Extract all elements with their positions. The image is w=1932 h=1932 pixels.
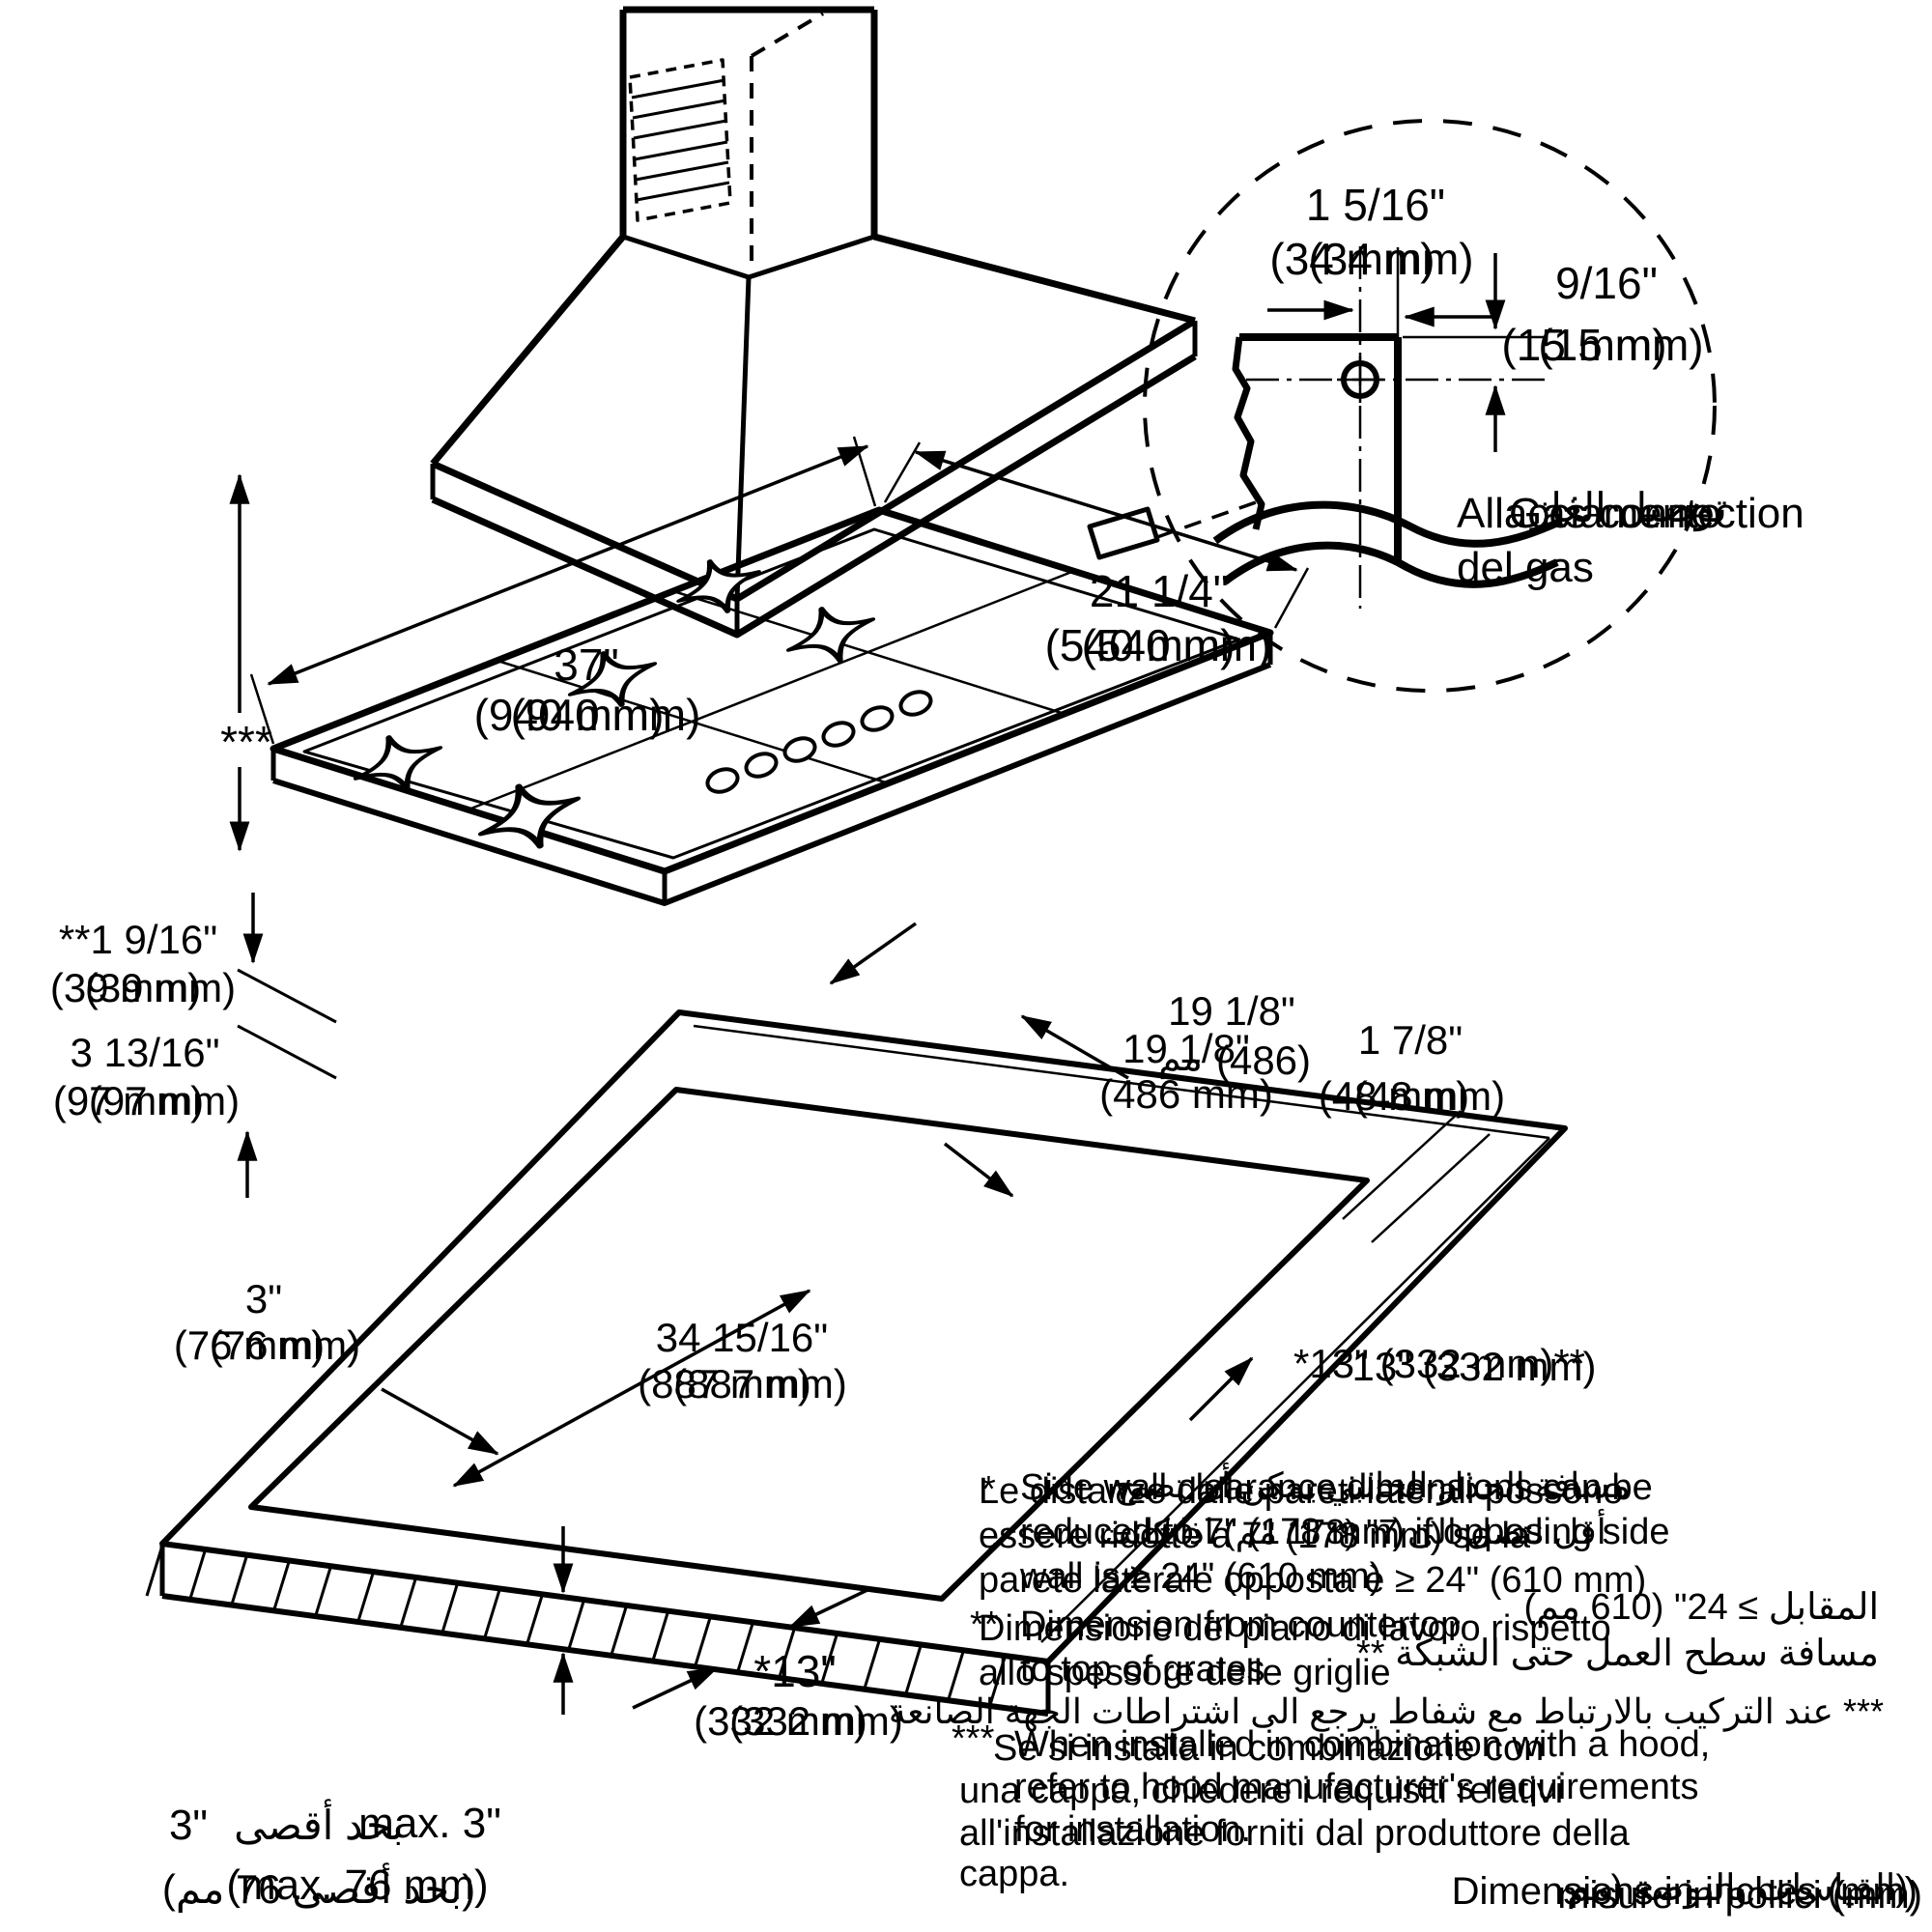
note3-line1-it: Se si installa in combinazione con: [993, 1728, 1545, 1769]
note3-line2-en: refer to hood manufacturer's requirement…: [1014, 1767, 1699, 1807]
dim-detail-offset-mm-b: (34 mm): [1308, 234, 1474, 284]
note2-line2-en: to top of grates: [1020, 1649, 1265, 1690]
note3-line1-en: When installed in combination with a hoo…: [1014, 1724, 1711, 1765]
control-knobs: [705, 690, 933, 794]
dim-cutout-width-mm-a: (887 mm): [638, 1361, 811, 1406]
note1-line3-it: parete laterale opposta è ≥ 24" (610 mm): [979, 1560, 1647, 1601]
dim-grate-height-mm-a: (39 mm): [49, 965, 202, 1010]
dim-body-depth-in: 3 13/16": [70, 1030, 220, 1075]
gas-connection-label-en: Gas connection: [1509, 490, 1804, 537]
dim-cooktop-depth-in: 21 1/4": [1089, 566, 1230, 616]
dim-body-depth-mm-a: (97 mm): [52, 1078, 205, 1123]
dim-back-strip-mm-a: (48 mm): [1318, 1073, 1470, 1119]
dim-detail-offset-mm-a: (34 mm): [1269, 234, 1435, 284]
dim-cooktop-depth-mm-b: (540 mm): [1081, 620, 1272, 670]
note3-line4-it: cappa.: [959, 1854, 1070, 1894]
note1-line2-en: reduced to 7" (178 mm) if opposing side: [1020, 1512, 1670, 1552]
note1-line1-ar: مسافة الجدار الجانبي يمكن أن تصبح: [1113, 1465, 1631, 1505]
note1-line2-it: essere ridotte a 7" (178 mm) se la: [979, 1516, 1531, 1556]
footer-units-it: misure in pollici (mm): [1557, 1874, 1922, 1917]
dim-cooktop-width-mm-b: (940 mm): [510, 690, 701, 740]
dim-back-strip-mm-b: (48 mm): [1353, 1073, 1506, 1119]
gas-connection-label-it2: del gas: [1457, 544, 1594, 591]
dim-detail-height-in: 9/16": [1555, 258, 1658, 308]
gas-connection-label-it1: Allacciamento: [1457, 490, 1721, 537]
dim-cutout-width-in: 34 15/16": [655, 1315, 829, 1360]
dim-detail-height-mm-b: (15 mm): [1538, 320, 1704, 370]
dim-side-margin-right-b: 13" (332 mm): [1351, 1344, 1597, 1389]
dim-thickness-max-en: max. 3": [358, 1800, 501, 1847]
note1-line1-it: Le distanze dalle pareti laterali posson…: [979, 1471, 1624, 1512]
note1-line3-en: wall is ≥ 24" (610 mm): [1020, 1556, 1382, 1597]
note2-line1-it: Dimensione del piano di lavoro rispetto: [979, 1608, 1611, 1649]
note2-marker: **: [970, 1605, 999, 1645]
note3-marker: ***: [952, 1719, 995, 1759]
footer-units-en: Dimensions in inches (mm): [1451, 1870, 1918, 1913]
detail-circle: [1143, 119, 1717, 693]
dim-detail-offset-in: 1 5/16": [1305, 180, 1446, 230]
note2-line1-en: Dimension from countertop: [1020, 1605, 1462, 1645]
dim-cutout-depth-mm-ar: مم: [1158, 1038, 1203, 1079]
dim-detail-height-mm-a: (15 mm): [1501, 320, 1667, 370]
note3-line3-en: for installation.: [1014, 1809, 1252, 1850]
dim-thickness-mm-ar: (بحد أقصى 76 مم): [161, 1866, 476, 1912]
note2-line2-it: allo spessore delle griglie: [979, 1653, 1391, 1693]
dim-cutout-depth-in-b: 19 1/8": [1122, 1026, 1250, 1071]
dim-cutout-depth-mm: (486 mm): [1099, 1071, 1273, 1117]
dim-front-margin-mm-a: (76 mm): [173, 1322, 326, 1368]
dim-thickness-max-ar: بحد أقصى: [234, 1803, 404, 1848]
dim-cutout-depth-in-a: 19 1/8": [1168, 988, 1295, 1034]
note1-line2-ar: أقل لتصل الى 7" (178 مم) اذا كانت: [1098, 1512, 1606, 1551]
dim-front-margin-in: 3": [244, 1276, 283, 1321]
dim-thickness-in: 3": [168, 1802, 209, 1849]
note1-line3-ar: المقابل ≥ 24" (610 مم): [1523, 1587, 1879, 1628]
dim-cutout-width-mm-b: (887 mm): [673, 1361, 847, 1406]
dim-side-margin-in: *13": [753, 1646, 837, 1696]
note1-marker: *: [981, 1469, 996, 1510]
note3-line2-it: una cappa, chiedere i requisiti relativi: [959, 1771, 1564, 1811]
dim-thickness-mm-en: (max. 76 mm): [226, 1861, 489, 1909]
note2-line2-ar: مسافة سطح العمل حتى الشبكة **: [1356, 1634, 1879, 1674]
dim-side-margin-right-a: *13" (332 mm)**: [1293, 1341, 1586, 1386]
note3-line3-it: all'installazione forniti dal produttore…: [959, 1813, 1630, 1854]
dim-body-depth-mm-b: (97 mm): [88, 1078, 241, 1123]
dim-cooktop-depth-mm-a: (540 mm): [1044, 620, 1236, 670]
footer-units-ar: (القياسات بالبوصة (مم: [1566, 1868, 1908, 1909]
dim-side-margin-mm-a: (332 mm): [694, 1698, 867, 1744]
dim-side-margin-mm-b: (332 mm): [729, 1698, 903, 1744]
dim-cooktop-width-in: 37": [554, 639, 619, 690]
note3-line0-ar: *** عند التركيب بالارتباط مع شفاط يرجع ا…: [888, 1691, 1884, 1731]
edge-hatching: [145, 1545, 1007, 1709]
dim-cutout-depth-mm-short: (486): [1215, 1037, 1312, 1083]
dim-grate-height-in: **1 9/16": [58, 917, 218, 962]
countertop-drawing: [145, 1009, 1568, 1717]
dim-grate-height-mm-b: (39 mm): [84, 965, 237, 1010]
dim-front-margin-mm-b: (76 mm): [209, 1322, 361, 1368]
gas-connection-label-ar: توصيل الغاز: [1531, 485, 1728, 530]
hood-distance-ref: ***: [220, 717, 272, 767]
dim-back-strip-in: 1 7/8": [1357, 1017, 1463, 1063]
dim-cooktop-width-mm-a: (940 mm): [473, 690, 665, 740]
note1-line1-en: Side wall clearance dimensions can be: [1020, 1467, 1653, 1508]
dimension-lines: [229, 436, 1491, 1715]
